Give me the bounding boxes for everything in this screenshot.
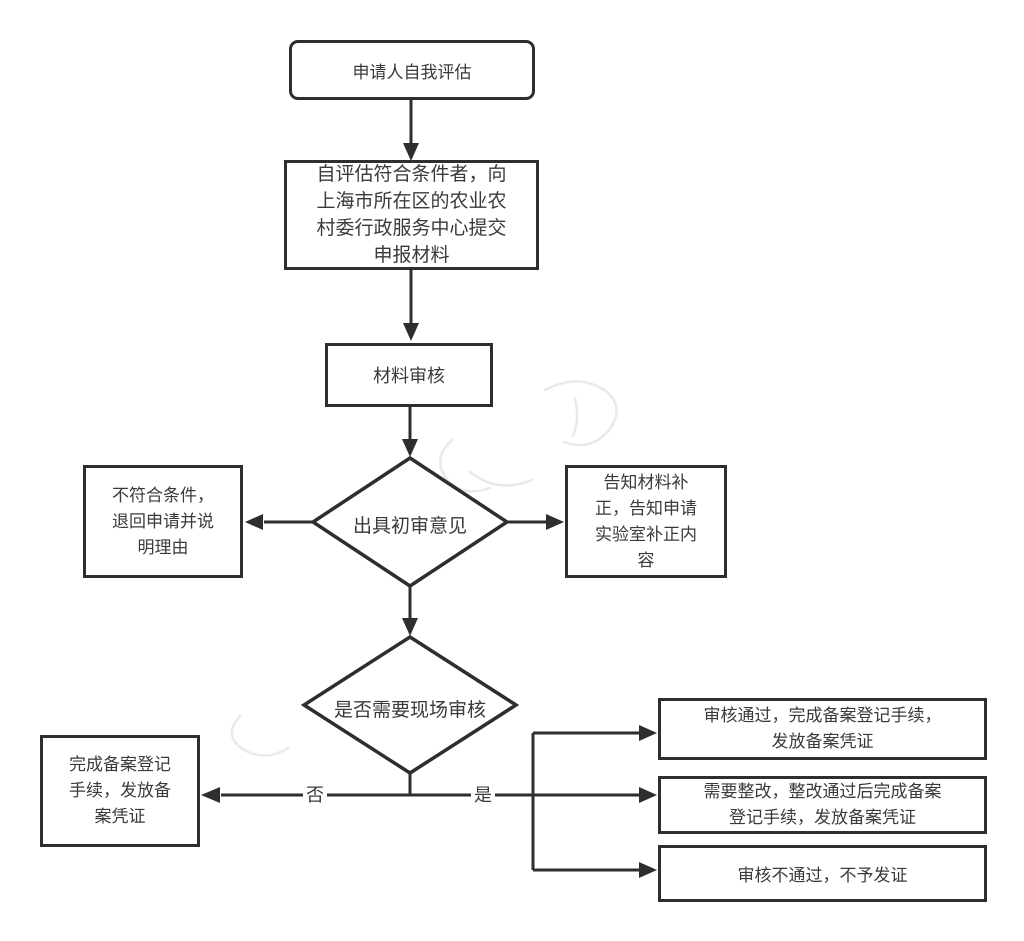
node-material-review: 材料审核 xyxy=(325,343,493,407)
diamond-preliminary-opinion xyxy=(309,455,511,589)
node-rectify-then-issue: 需要整改，整改通过后完成备案 登记手续，发放备案凭证 xyxy=(658,776,987,834)
arrowhead-down-3 xyxy=(402,439,418,457)
node-approved-issue-certificate: 审核通过，完成备案登记手续， 发放备案凭证 xyxy=(658,698,987,760)
arrowhead-down-2 xyxy=(403,323,419,341)
arrowhead-right-rectify xyxy=(639,787,657,803)
node-applicant-self-assessment: 申请人自我评估 xyxy=(289,40,535,100)
arrowhead-right-approved xyxy=(639,725,657,741)
node-submit-application-materials: 自评估符合条件者，向 上海市所在区的农业农 村委行政服务中心提交 申报材料 xyxy=(284,160,539,270)
node-failed-no-certificate: 审核不通过，不予发证 xyxy=(658,845,987,902)
edge-label-no: 否 xyxy=(303,782,327,808)
edge-label-yes: 是 xyxy=(471,782,495,808)
arrowhead-down-1 xyxy=(403,143,419,161)
arrowhead-down-4 xyxy=(402,618,418,636)
watermark xyxy=(230,380,618,757)
node-complete-registration: 完成备案登记 手续，发放备 案凭证 xyxy=(40,735,200,847)
node-not-qualified-return: 不符合条件， 退回申请并说 明理由 xyxy=(83,465,243,578)
arrowhead-right-notify xyxy=(546,514,564,530)
arrowhead-left-notqualified xyxy=(245,514,263,530)
arrowhead-left-complete xyxy=(201,787,220,803)
arrowhead-right-failed xyxy=(639,862,657,878)
diamond-need-onsite-review xyxy=(300,634,520,776)
label-need-onsite-review: 是否需要现场审核 xyxy=(333,699,486,721)
label-preliminary-opinion: 出具初审意见 xyxy=(352,515,467,537)
node-notify-correction: 告知材料补 正，告知申请 实验室补正内 容 xyxy=(565,465,727,578)
